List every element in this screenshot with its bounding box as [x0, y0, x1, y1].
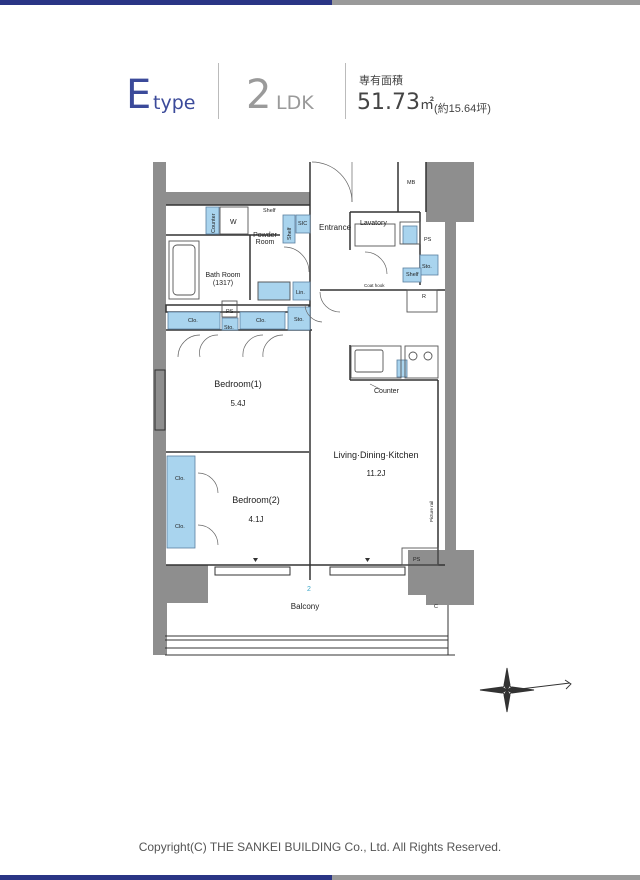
label-ps-3: PS — [413, 557, 421, 563]
bottom-accent-bar-gray — [332, 875, 640, 880]
label-r: R — [422, 294, 426, 300]
area-unit: ㎡ — [419, 97, 434, 113]
header-divider — [218, 63, 219, 119]
room-label-bath: Bath Room — [205, 272, 240, 279]
type-word: type — [153, 92, 196, 114]
label-ps-2: PS — [424, 237, 432, 243]
windows — [154, 369, 455, 656]
room-label-bedroom1: Bedroom(1) — [214, 379, 262, 389]
label-counter: Counter — [374, 388, 400, 395]
label-washer: W — [230, 219, 237, 226]
bottom-accent-bar-blue — [0, 875, 332, 880]
layout-number: 2 — [246, 72, 272, 118]
layout-word: LDK — [276, 92, 314, 114]
storage-areas — [166, 206, 439, 549]
area-label: 専有面積 — [359, 75, 403, 87]
compass-icon — [479, 667, 572, 713]
label-clo-3: Clo. — [175, 476, 185, 482]
door-swings — [177, 161, 388, 546]
room-label-entrance: Entrance — [319, 223, 352, 232]
label-picture-rail: Picture rail — [429, 501, 434, 522]
header-divider — [345, 63, 346, 119]
room-label-bath-size: (1317) — [213, 280, 233, 287]
label-mb: MB — [407, 180, 416, 186]
top-accent-bar-blue — [0, 0, 332, 5]
room-label-bedroom2-size: 4.1J — [248, 515, 263, 524]
window-markers — [253, 558, 370, 562]
label-lin: Lin. — [296, 290, 305, 296]
room-label-bedroom1-size: 5.4J — [230, 399, 245, 408]
room-label-ldk: Living·Dining·Kitchen — [333, 450, 418, 460]
room-label-ldk-size: 11.2J — [367, 469, 386, 478]
label-clo-2: Clo. — [256, 318, 266, 324]
type-letter: E — [126, 72, 152, 118]
room-label-powder-1: Powder — [253, 232, 277, 239]
label-coat-hook: Coat hook — [364, 283, 385, 288]
label-shelf-top: Shelf — [263, 208, 276, 214]
label-counter-vertical: Counter — [211, 213, 217, 233]
label-sto-1: Sto. — [294, 317, 304, 323]
room-label-bedroom2: Bedroom(2) — [232, 495, 280, 505]
label-shelf-side: Shelf — [287, 227, 293, 240]
label-clo-4: Clo. — [175, 524, 185, 530]
label-sic: SIC — [298, 221, 307, 227]
structural-walls — [153, 162, 474, 655]
fixture-labels: Counter Counter W Shelf Shelf SIC Lin. S… — [175, 180, 438, 610]
fixtures — [168, 206, 439, 566]
plan-header: E type 2 LDK 専有面積 51.73㎡ (約15.64坪) — [0, 60, 640, 122]
room-label-balcony: Balcony — [291, 602, 319, 611]
balcony-number: 2 — [307, 586, 311, 593]
area-tsubo: (約15.64坪) — [434, 103, 491, 115]
area-value: 51.73㎡ — [357, 90, 434, 115]
label-sto-3: Sto. — [422, 264, 432, 270]
label-shelf-lav: Shelf — [406, 272, 419, 278]
copyright-text: Copyright(C) THE SANKEI BUILDING Co., Lt… — [138, 840, 502, 854]
label-clo-1: Clo. — [188, 318, 198, 324]
room-labels: Entrance Lavatory Powder Room Bath Room … — [205, 220, 418, 611]
room-label-lavatory: Lavatory — [360, 220, 387, 227]
room-label-powder-2: Room — [256, 239, 275, 246]
top-accent-bar-gray — [332, 0, 640, 5]
label-sto-2: Sto. — [224, 325, 234, 331]
label-ps-1: PS — [226, 309, 234, 315]
label-c-mark: C — [434, 604, 438, 610]
